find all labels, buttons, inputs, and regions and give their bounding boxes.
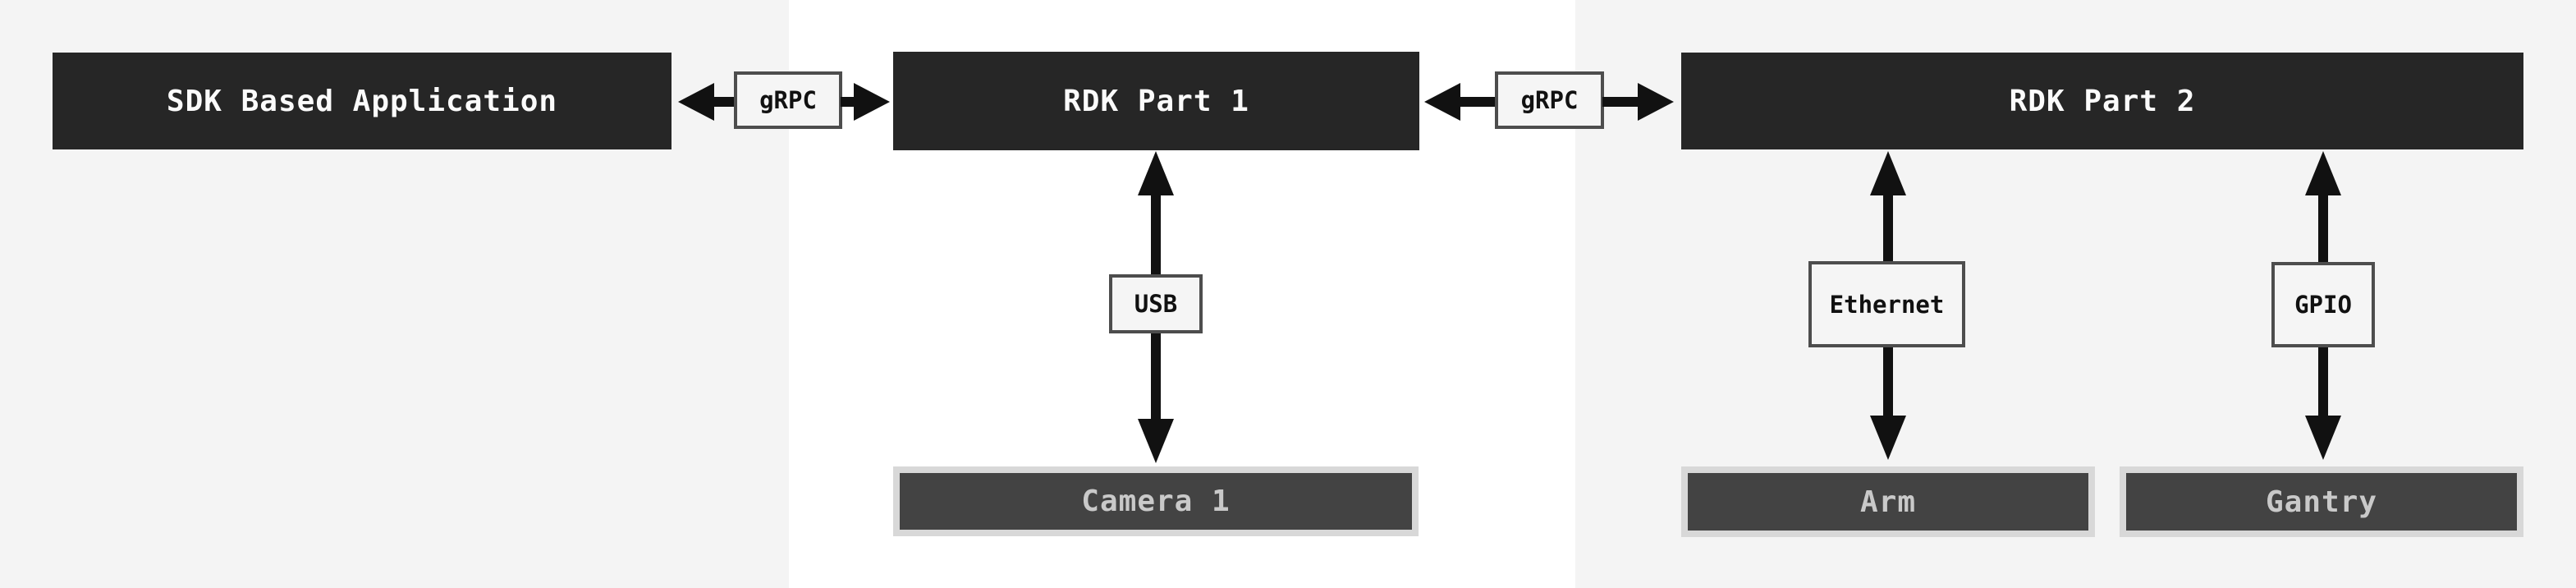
edge-shaft-gpio-upper [2318, 192, 2328, 262]
component-camera-1-label: Camera 1 [1081, 485, 1231, 518]
component-camera-1-inner: Camera 1 [900, 473, 1412, 530]
arrowhead-up-rdk1-usb-icon [1138, 151, 1174, 195]
edge-shaft-sdk-grpc-left [711, 97, 736, 107]
arrowhead-right-rdk1-grpc-icon [854, 83, 890, 121]
arrowhead-down-gantry-gpio-icon [2305, 416, 2341, 460]
component-gantry-inner: Gantry [2126, 473, 2517, 531]
edge-label-ethernet: Ethernet [1808, 261, 1965, 347]
edge-label-ethernet-text: Ethernet [1829, 290, 1945, 319]
edge-shaft-rdk2-grpc-right [1602, 97, 1641, 107]
edge-label-grpc-2-text: gRPC [1520, 86, 1579, 114]
component-arm-label: Arm [1859, 485, 1917, 519]
edge-label-usb: USB [1109, 274, 1203, 333]
node-rdk-part-2-label: RDK Part 2 [2009, 84, 2196, 118]
arrowhead-down-camera-usb-icon [1138, 419, 1174, 463]
edge-label-usb-text: USB [1134, 290, 1178, 318]
edge-label-gpio: GPIO [2271, 262, 2375, 347]
edge-shaft-usb-upper [1151, 192, 1161, 274]
component-gantry-label: Gantry [2265, 485, 2378, 519]
node-rdk-part-1: RDK Part 1 [893, 52, 1419, 150]
component-arm: Arm [1681, 466, 2095, 537]
edge-shaft-usb-lower [1151, 333, 1161, 422]
edge-shaft-gpio-lower [2318, 347, 2328, 417]
edge-label-grpc-1-text: gRPC [759, 86, 817, 114]
edge-label-grpc-1: gRPC [734, 71, 842, 129]
edge-shaft-sdk-grpc-right [841, 97, 857, 107]
component-arm-inner: Arm [1688, 473, 2088, 531]
edge-shaft-rdk1-grpc-left [1457, 97, 1498, 107]
edge-label-gpio-text: GPIO [2294, 291, 2352, 319]
arrowhead-left-sdk-grpc-icon [678, 83, 714, 121]
arrowhead-up-rdk2-ethernet-icon [1870, 151, 1906, 195]
edge-shaft-ethernet-lower [1883, 347, 1893, 417]
edge-shaft-ethernet-upper [1883, 192, 1893, 261]
node-rdk-part-1-label: RDK Part 1 [1063, 84, 1249, 118]
edge-label-grpc-2: gRPC [1495, 71, 1604, 129]
arrowhead-down-arm-ethernet-icon [1870, 416, 1906, 460]
component-camera-1: Camera 1 [893, 466, 1419, 536]
component-gantry: Gantry [2120, 466, 2523, 537]
arrowhead-up-rdk2-gpio-icon [2305, 151, 2341, 195]
node-rdk-part-2: RDK Part 2 [1681, 53, 2523, 149]
arrowhead-right-rdk2-grpc-icon [1638, 83, 1674, 121]
node-sdk-based-application-label: SDK Based Application [166, 84, 558, 118]
arrowhead-left-rdk1-grpc-icon [1424, 83, 1460, 121]
node-sdk-based-application: SDK Based Application [53, 53, 672, 149]
